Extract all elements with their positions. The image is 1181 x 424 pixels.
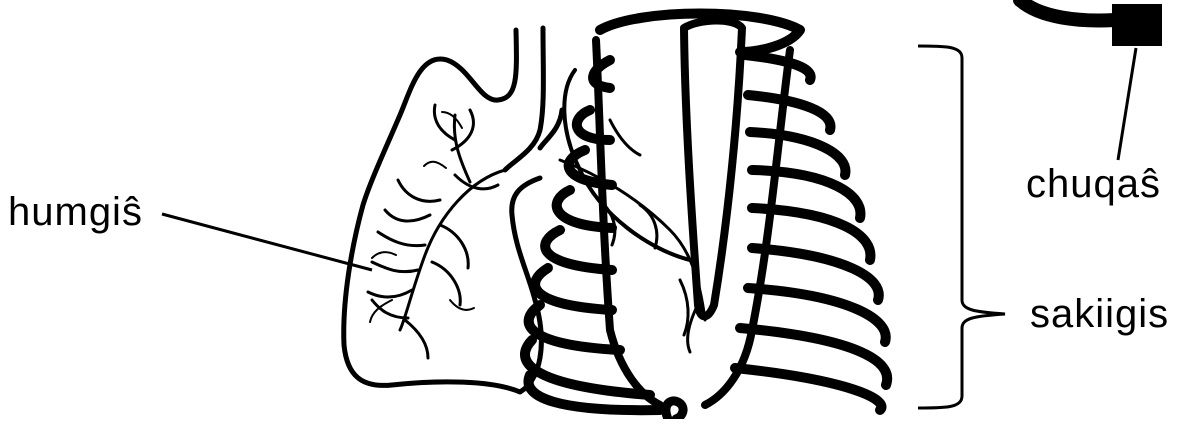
top-right-block [1112, 4, 1162, 46]
leader-lines [162, 46, 1136, 408]
rib-cage [525, 14, 887, 411]
leader-line-top [1118, 48, 1136, 160]
label-top-right: chuqaŝ [1026, 164, 1161, 204]
bracket-ribs [918, 46, 1005, 408]
label-lung: humgiŝ [8, 192, 143, 232]
leader-line-lung [162, 214, 372, 270]
bottom-mark [666, 401, 683, 419]
top-right-shape [1020, 0, 1115, 20]
lung-outline [344, 30, 542, 392]
sternum [684, 21, 742, 317]
label-ribcage: sakiigis [1030, 294, 1169, 334]
